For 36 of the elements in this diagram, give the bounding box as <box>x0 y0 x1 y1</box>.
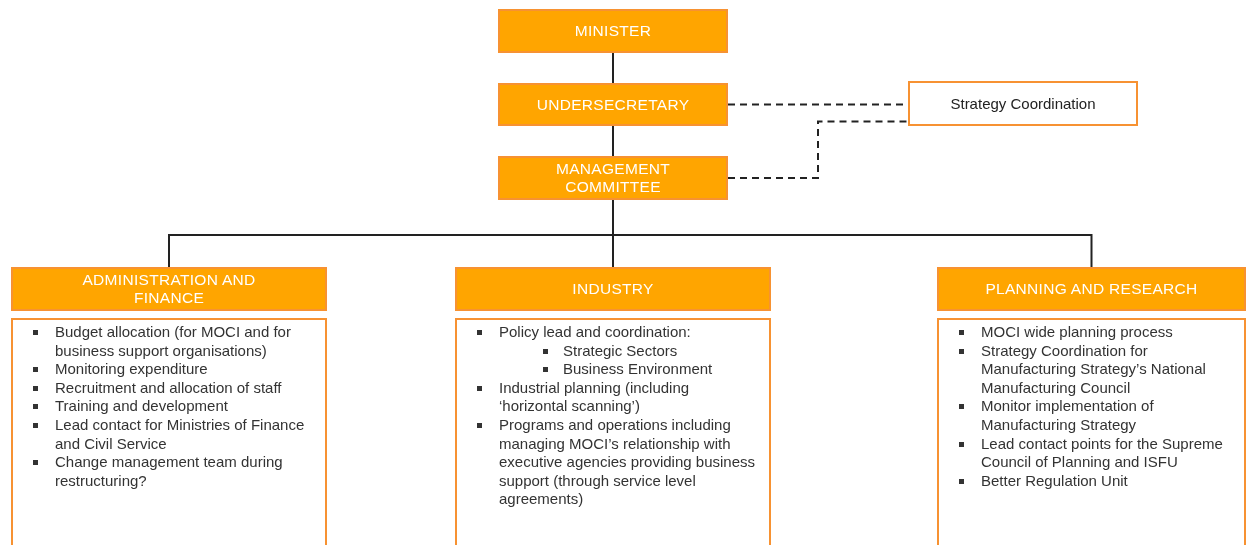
duties-panel <box>937 318 1246 545</box>
duty-item: Recruitment and allocation of staff <box>55 378 282 396</box>
connector-line <box>612 125 614 157</box>
unit-box <box>937 267 1246 311</box>
connector-line <box>612 52 614 84</box>
duty-item: Better Regulation Unit <box>981 471 1128 489</box>
duty-item: Strategic Sectors <box>563 341 678 359</box>
duty-item: Monitoring expenditure <box>55 360 208 378</box>
unit-title: UNDERSECRETARY <box>535 95 691 114</box>
duty-item: Budget allocation (for MOCI and for business support organisations) <box>55 323 291 359</box>
duties-panel <box>11 318 327 545</box>
unit-title: MANAGEMENT COMMITTEE <box>554 160 672 196</box>
duty-item: Change management team during restructuring? <box>55 453 283 489</box>
duty-item: Monitor implementation of Manufacturing Strategy <box>981 397 1154 433</box>
unit-box <box>498 156 728 200</box>
duty-item: Programs and operations including managing MOCI’s relationship with executive agencies providing business support (through service level agreements) <box>499 415 755 508</box>
unit-box <box>498 9 728 53</box>
unit-title: Strategy Coordination <box>950 95 1096 112</box>
duty-item: Business Environment <box>563 360 713 378</box>
unit-box <box>908 81 1138 126</box>
duty-item: Industrial planning (including ‘horizontal scanning’) <box>499 378 690 415</box>
duty-item: Lead contact points for the Supreme Council of Planning and ISFU <box>981 434 1223 471</box>
unit-title: INDUSTRY <box>571 280 655 298</box>
duty-item: Policy lead and coordination: <box>499 323 691 340</box>
unit-box <box>11 267 327 311</box>
unit-box <box>498 83 728 126</box>
dashed-connector <box>727 120 909 179</box>
unit-title: MINISTER <box>573 22 653 40</box>
duty-item: MOCI wide planning process <box>981 323 1173 340</box>
duties-panel <box>455 318 771 545</box>
duty-item: Strategy Coordination for Manufacturing Strategy’s National Manufacturing Council <box>981 341 1206 396</box>
unit-box <box>455 267 771 311</box>
duty-item: Training and development <box>55 397 228 415</box>
unit-title: PLANNING AND RESEARCH <box>984 280 1199 298</box>
unit-title: ADMINISTRATION AND FINANCE <box>81 271 257 307</box>
duty-item: Lead contact for Ministries of Finance and Civil Service <box>55 415 305 452</box>
